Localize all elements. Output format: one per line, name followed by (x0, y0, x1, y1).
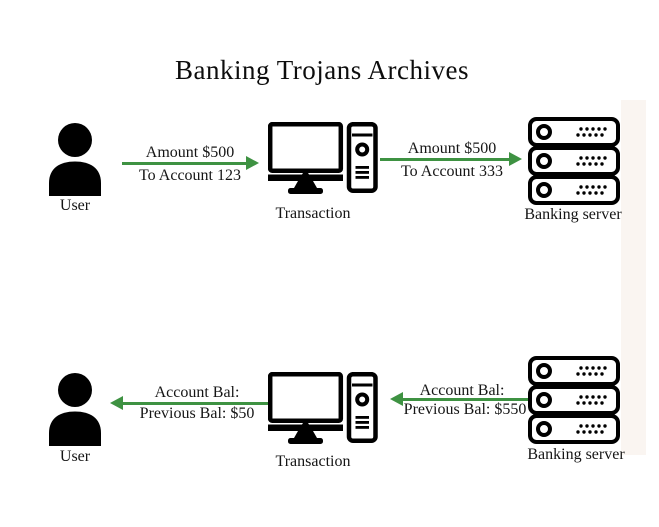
arrow-label-amount: Amount $500 (407, 140, 497, 157)
server-label: Banking server (524, 206, 622, 223)
arrow-left-head-icon (110, 396, 123, 410)
diagram-title: Banking Trojans Archives (174, 55, 469, 85)
transaction-label: Transaction (275, 453, 351, 470)
arrow-right-head-icon (509, 152, 522, 166)
arrow-right-icon (380, 158, 510, 161)
arrow-right-head-icon (246, 156, 259, 170)
user-label: User (59, 197, 91, 214)
arrow-left-head-icon (390, 392, 403, 406)
arrow-label-account: To Account 333 (401, 163, 503, 180)
arrow-right-icon (122, 162, 247, 165)
arrow-left-icon (123, 402, 268, 405)
server-icon (528, 356, 620, 444)
server-label: Banking server (527, 446, 625, 463)
transaction-label: Transaction (275, 205, 351, 222)
arrow-label-amount: Amount $500 (145, 144, 235, 161)
background-strip (621, 100, 646, 455)
arrow-label-previous-balance: Previous Bal: $50 (139, 405, 255, 422)
user-icon (45, 122, 105, 196)
server-icon (528, 117, 620, 205)
user-label: User (59, 448, 91, 465)
arrow-label-account: To Account 123 (139, 167, 241, 184)
arrow-label-balance: Account Bal: (154, 384, 240, 401)
transaction-computer-icon (267, 371, 378, 444)
user-icon (45, 372, 105, 446)
arrow-left-icon (403, 398, 528, 401)
arrow-label-balance: Account Bal: (419, 382, 505, 399)
transaction-computer-icon (267, 121, 378, 194)
arrow-label-previous-balance: Previous Bal: $550 (403, 401, 527, 418)
